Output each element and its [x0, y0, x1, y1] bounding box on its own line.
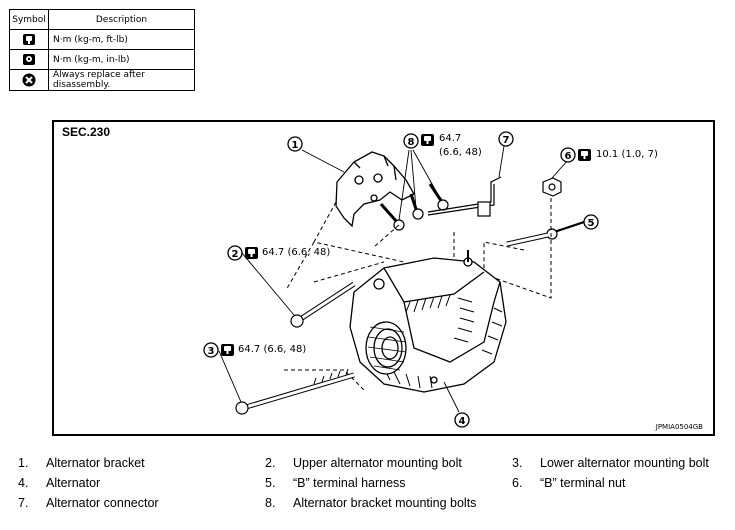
svg-text:8: 8: [408, 137, 415, 148]
part-item: 8. Alternator bracket mounting bolts: [265, 496, 476, 510]
b-terminal-nut: [542, 177, 562, 197]
b-terminal-harness: [506, 221, 585, 247]
legend-header-symbol: Symbol: [9, 9, 49, 30]
part-number: 4.: [18, 476, 29, 490]
part-name: “B” terminal nut: [540, 476, 626, 490]
svg-text:6: 6: [565, 151, 572, 162]
torque-spec-6: 10.1 (1.0, 7): [596, 149, 658, 160]
legend-header-row: Symbol Description: [9, 9, 195, 30]
torque-spec-2: 64.7 (6.6, 48): [262, 247, 331, 258]
part-name: Upper alternator mounting bolt: [293, 456, 462, 470]
part-item: 1. Alternator bracket: [18, 456, 145, 470]
svg-text:2: 2: [232, 249, 239, 260]
legend-text: N·m (kg-m, in-lb): [48, 49, 195, 70]
image-id: JPMIA0504GB: [655, 423, 703, 431]
part-item: 5. “B” terminal harness: [265, 476, 406, 490]
part-name: Alternator bracket mounting bolts: [293, 496, 477, 510]
legend-row: Always replace after disassembly.: [9, 69, 195, 91]
part-number: 2.: [265, 456, 276, 470]
svg-text:4: 4: [459, 416, 466, 427]
callout-leaders: [218, 145, 587, 413]
torque-spec-3: 64.7 (6.6, 48): [238, 344, 307, 355]
torque-wrench-icon: [9, 29, 49, 50]
part-name: “B” terminal harness: [293, 476, 406, 490]
part-name: Alternator connector: [46, 496, 159, 510]
callout-1: 1: [287, 136, 303, 152]
part-name: Lower alternator mounting bolt: [540, 456, 709, 470]
legend-header-description: Description: [48, 9, 195, 30]
part-number: 7.: [18, 496, 29, 510]
part-item: 7. Alternator connector: [18, 496, 159, 510]
legend-row: N·m (kg-m, ft-lb): [9, 29, 195, 50]
part-number: 6.: [512, 476, 523, 490]
part-number: 1.: [18, 456, 29, 470]
part-number: 5.: [265, 476, 276, 490]
torque-spec-8-line1: 64.7: [439, 133, 462, 144]
callout-3: 3: [203, 342, 219, 358]
callout-6: 6: [560, 147, 576, 163]
symbol-legend-table: Symbol Description N·m (kg-m, ft-lb) N·m…: [9, 9, 195, 91]
svg-text:5: 5: [588, 218, 595, 229]
torque-wrench-inlb-icon: [9, 49, 49, 70]
callout-7: 7: [498, 131, 514, 147]
callout-2: 2: [227, 245, 243, 261]
part-item: 4. Alternator: [18, 476, 100, 490]
exploded-diagram: SEC.230: [52, 120, 715, 436]
callout-8: 8: [403, 133, 419, 149]
part-number: 3.: [512, 456, 523, 470]
part-name: Alternator bracket: [46, 456, 145, 470]
alternator-drawing: 1 8 7 6 5 2 3 4: [203, 131, 599, 428]
callout-5: 5: [583, 214, 599, 230]
lower-mounting-bolt: [235, 368, 355, 415]
svg-text:1: 1: [292, 140, 299, 151]
part-name: Alternator: [46, 476, 101, 490]
svg-text:7: 7: [503, 135, 510, 146]
alternator: [349, 250, 507, 393]
svg-text:3: 3: [208, 346, 215, 357]
part-number: 8.: [265, 496, 276, 510]
part-item: 2. Upper alternator mounting bolt: [265, 456, 462, 470]
section-label: SEC.230: [62, 125, 111, 139]
alternator-connector: [427, 176, 502, 217]
torque-wrench-icon: [421, 134, 434, 146]
upper-mounting-bolt: [290, 281, 356, 328]
replace-icon: [9, 69, 49, 91]
torque-wrench-icon: [221, 344, 234, 356]
callout-4: 4: [454, 412, 470, 428]
legend-text: N·m (kg-m, ft-lb): [48, 29, 195, 50]
legend-text: Always replace after disassembly.: [48, 69, 195, 91]
part-item: 3. Lower alternator mounting bolt: [512, 456, 709, 470]
part-item: 6. “B” terminal nut: [512, 476, 625, 490]
torque-spec-8-line2: (6.6, 48): [439, 147, 482, 158]
torque-wrench-icon: [245, 247, 258, 259]
torque-wrench-icon: [578, 149, 591, 161]
legend-row: N·m (kg-m, in-lb): [9, 49, 195, 70]
alternator-bracket: [335, 151, 415, 228]
